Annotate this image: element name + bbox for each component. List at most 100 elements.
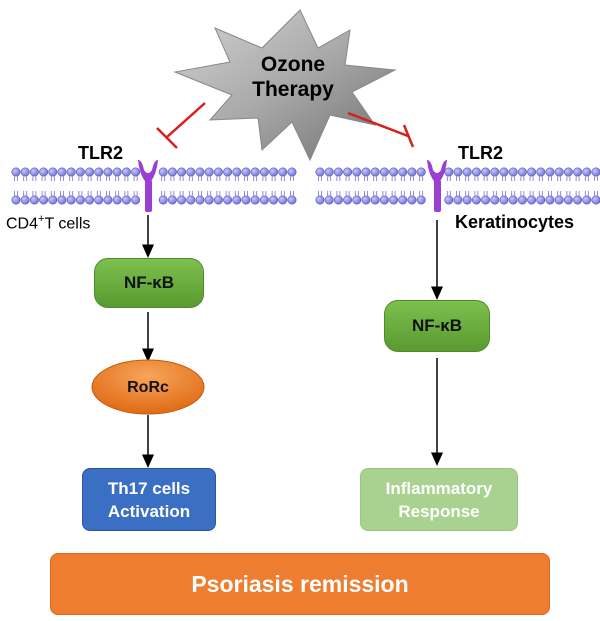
lipid-head (29, 167, 39, 177)
lipid-head (250, 195, 260, 205)
lipid-head (343, 167, 353, 177)
lipid-head (11, 167, 21, 177)
lipid-head (573, 195, 583, 205)
lipid-head (121, 167, 131, 177)
lipid-head (499, 167, 509, 177)
cell-prefix: CD4 (6, 215, 39, 233)
th17-line-1: Th17 cells (107, 478, 191, 498)
lipid-head (444, 195, 454, 205)
lipid-head (232, 167, 242, 177)
lipid-head (453, 167, 463, 177)
lipid-head (259, 195, 269, 205)
lipid-head (186, 195, 196, 205)
lipid-head (20, 195, 30, 205)
lipid-head (343, 195, 353, 205)
lipid-head (315, 167, 325, 177)
lipid-head (167, 167, 177, 177)
lipid-head (121, 195, 131, 205)
lipid-head (29, 195, 39, 205)
nfkb-left-label: NF-κB (123, 273, 175, 292)
lipid-head (287, 167, 297, 177)
lipid-head (398, 167, 408, 177)
psoriasis-remission-bar: Psoriasis remission (50, 553, 550, 615)
lipid-head (416, 195, 426, 205)
lipid-head (20, 167, 30, 177)
lipid-head (269, 167, 279, 177)
lipid-head (324, 195, 334, 205)
lipid-head (195, 195, 205, 205)
lipid-head (508, 195, 518, 205)
ozone-therapy-title: Ozone Therapy (228, 52, 358, 102)
membrane-left (11, 167, 297, 205)
lipid-head (223, 167, 233, 177)
lipid-head (563, 167, 573, 177)
lipid-head (85, 195, 95, 205)
lipid-head (444, 167, 454, 177)
lipid-head (333, 167, 343, 177)
lipid-head (177, 195, 187, 205)
lipid-head (57, 195, 67, 205)
lipid-head (471, 167, 481, 177)
tlr2-receptor-right-icon (427, 160, 447, 212)
inhibit-line-right (347, 111, 415, 148)
nfkb-box-right: NF-κB (384, 300, 490, 352)
lipid-head (591, 167, 600, 177)
starburst-icon (173, 9, 397, 162)
lipid-head (545, 195, 555, 205)
tlr2-receptor-left-icon (138, 160, 158, 212)
lipid-head (112, 195, 122, 205)
inflammatory-line-2: Response (398, 501, 480, 521)
lipid-head (389, 195, 399, 205)
lipid-head (333, 195, 343, 205)
lipid-head (48, 167, 58, 177)
lipid-head (241, 195, 251, 205)
lipid-head (66, 195, 76, 205)
lipid-head (250, 167, 260, 177)
psoriasis-remission-label: Psoriasis remission (191, 570, 409, 597)
lipid-head (379, 167, 389, 177)
lipid-head (195, 167, 205, 177)
lipid-head (103, 195, 113, 205)
lipid-head (389, 167, 399, 177)
lipid-head (204, 167, 214, 177)
inflammatory-response-box: Inflammatory Response (360, 468, 518, 531)
rorc-label: RoRc (127, 379, 169, 396)
lipid-head (94, 195, 104, 205)
lipid-head (66, 167, 76, 177)
inhibit-line-left (156, 102, 206, 149)
lipid-head (361, 195, 371, 205)
lipid-head (39, 195, 49, 205)
lipid-head (573, 167, 583, 177)
lipid-head (591, 195, 600, 205)
cell-suffix: T cells (44, 215, 91, 233)
lipid-head (554, 195, 564, 205)
lipid-head (167, 195, 177, 205)
title-line-2: Therapy (252, 78, 334, 101)
lipid-head (545, 167, 555, 177)
th17-line-2: Activation (107, 501, 191, 521)
lipid-head (75, 195, 85, 205)
lipid-head (527, 167, 537, 177)
lipid-head (103, 167, 113, 177)
lipid-head (269, 195, 279, 205)
lipid-head (278, 167, 288, 177)
lipid-head (370, 195, 380, 205)
lipid-head (352, 167, 362, 177)
lipid-head (361, 167, 371, 177)
lipid-head (398, 195, 408, 205)
nfkb-right-label: NF-κB (411, 316, 463, 335)
lipid-head (407, 167, 417, 177)
lipid-head (112, 167, 122, 177)
lipid-head (508, 167, 518, 177)
lipid-head (563, 195, 573, 205)
lipid-head (324, 167, 334, 177)
cd4-t-cells-label: CD4+T cells (6, 213, 90, 233)
lipid-head (57, 167, 67, 177)
lipid-head (517, 167, 527, 177)
lipid-head (204, 195, 214, 205)
lipid-head (259, 167, 269, 177)
membrane-right (315, 167, 600, 205)
lipid-head (453, 195, 463, 205)
lipid-head (39, 167, 49, 177)
tlr2-label-left: TLR2 (78, 143, 123, 163)
